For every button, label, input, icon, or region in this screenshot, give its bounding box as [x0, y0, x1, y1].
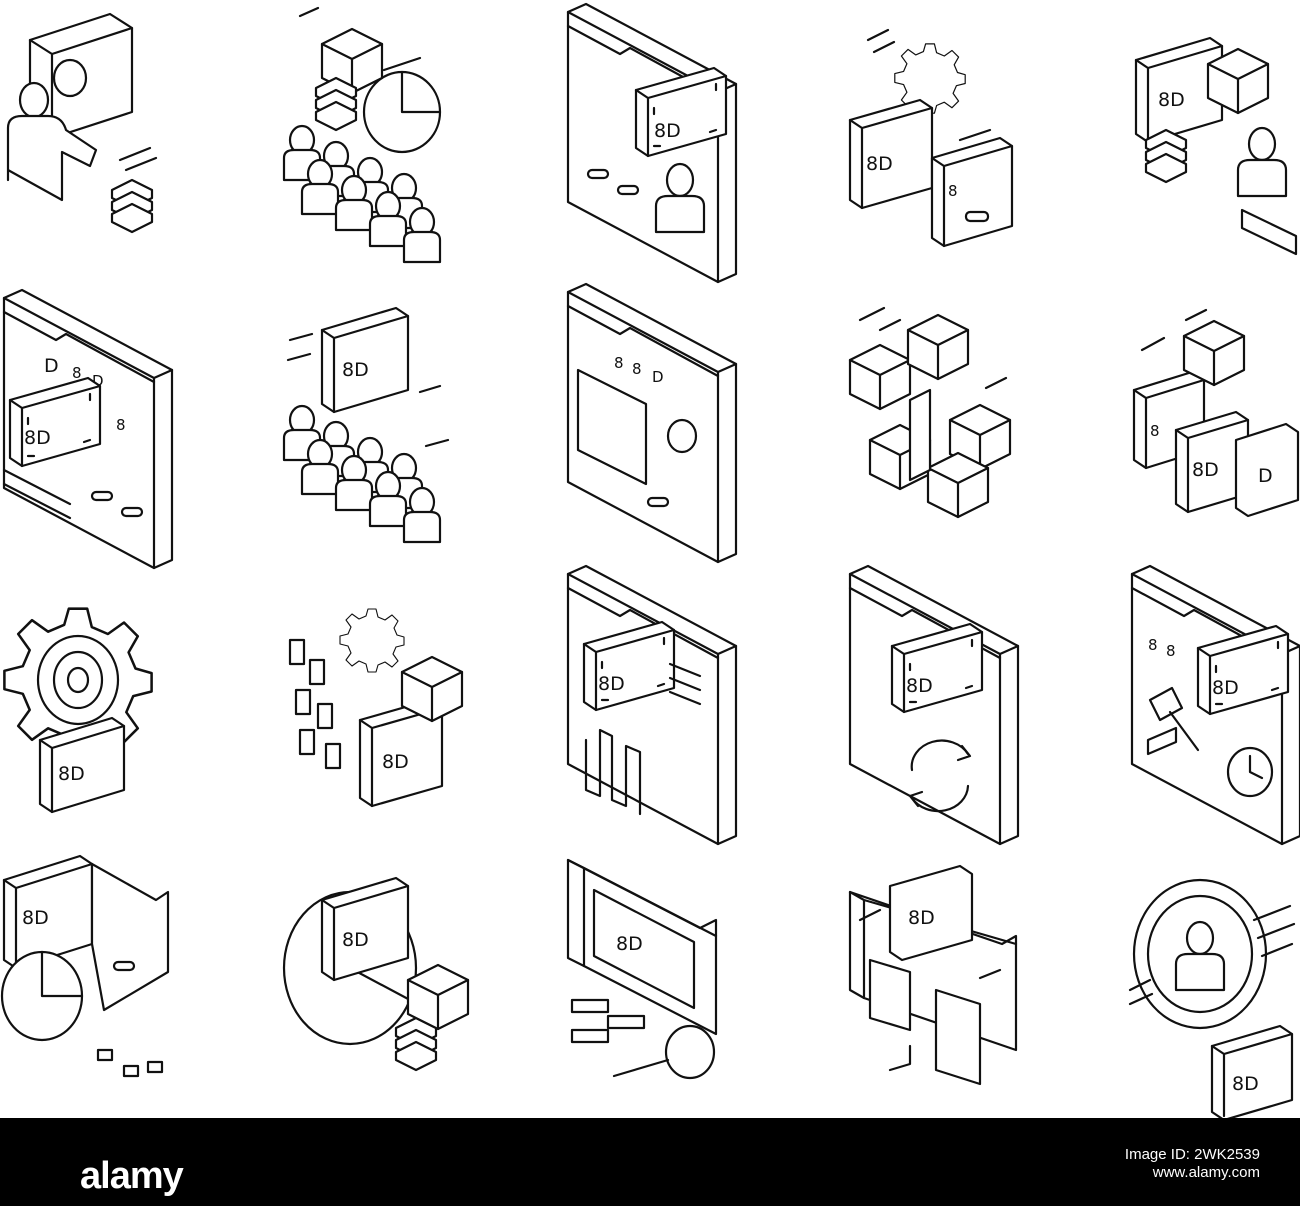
svg-text:8D: 8D — [654, 120, 681, 142]
svg-text:8: 8 — [116, 416, 126, 434]
site-url[interactable]: www.alamy.com — [1152, 1164, 1260, 1181]
icon-profile-target: 8D — [1128, 878, 1296, 1118]
icon-ad-presenter-stack: 8D — [1134, 36, 1298, 256]
icon-ad-auction: 8 8 8D — [1130, 564, 1300, 846]
svg-text:8D: 8D — [616, 933, 643, 955]
stock-footer: alamy Image ID: 2WK2539 www.alamy.com — [0, 1118, 1300, 1206]
svg-text:8D: 8D — [22, 907, 49, 929]
svg-text:8: 8 — [948, 182, 958, 200]
icon-ad-board-pie: 8D — [0, 854, 170, 1078]
svg-text:8D: 8D — [1232, 1073, 1259, 1095]
icon-box-network — [848, 306, 1012, 519]
svg-text:D: D — [92, 372, 104, 390]
svg-text:8D: 8D — [598, 673, 625, 695]
svg-text:8: 8 — [72, 364, 82, 382]
alamy-wordmark: alamy — [80, 1155, 184, 1197]
icon-audience-chart — [282, 6, 442, 264]
svg-text:8D: 8D — [908, 907, 935, 929]
icon-gear-blocks: 8D — [288, 608, 464, 808]
svg-text:8D: 8D — [342, 359, 369, 381]
svg-text:8D: 8D — [1192, 459, 1219, 481]
icon-ad-refresh: 8D — [848, 564, 1020, 846]
svg-text:8D: 8D — [24, 427, 51, 449]
svg-text:8D: 8D — [866, 153, 893, 175]
svg-text:8D: 8D — [342, 929, 369, 951]
svg-text:8D: 8D — [58, 763, 85, 785]
svg-text:8: 8 — [614, 354, 624, 372]
svg-text:8D: 8D — [1212, 677, 1239, 699]
svg-text:8: 8 — [1166, 642, 1176, 660]
icon-ad-boards-group: 8 8D D — [1132, 308, 1300, 518]
svg-text:8D: 8D — [906, 675, 933, 697]
image-credit: Image ID: 2WK2539 www.alamy.com — [1125, 1146, 1260, 1182]
icon-grid: 8D 8D 8 8D D — [0, 2, 1300, 1118]
icon-ad-dashboard: 8D — [566, 564, 738, 846]
icon-ad-boards-idea: 8D 8 — [848, 28, 1014, 248]
svg-text:D: D — [44, 355, 59, 377]
icon-ad-window-blank: 8 8 D — [566, 282, 738, 564]
svg-text:8: 8 — [1150, 422, 1160, 440]
svg-text:8D: 8D — [1158, 89, 1185, 111]
image-id: Image ID: 2WK2539 — [1124, 1146, 1260, 1163]
icon-ad-monitor-search: 8D — [566, 858, 718, 1080]
icon-ad-window-layout: D 8 D 8D 8 — [2, 288, 174, 570]
icon-presenter-screen — [6, 12, 158, 234]
icon-ad-pie-stack: 8D — [282, 876, 470, 1072]
icon-target-gear: 8D — [3, 607, 153, 814]
svg-text:D: D — [1258, 465, 1273, 487]
icon-audience-billboard: 8D — [282, 306, 450, 544]
icon-ad-devices: 8D — [848, 864, 1018, 1086]
svg-text:8: 8 — [1148, 636, 1158, 654]
icon-ad-window-presenter: 8D — [566, 2, 738, 284]
svg-text:8: 8 — [632, 360, 642, 378]
svg-text:D: D — [652, 368, 664, 386]
svg-text:8D: 8D — [382, 751, 409, 773]
